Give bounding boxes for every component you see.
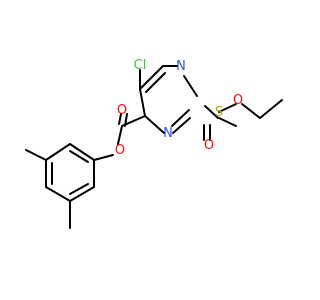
bond	[145, 72, 166, 93]
bond	[69, 186, 95, 202]
chlorine-atom-label: Cl	[134, 58, 147, 73]
bond	[69, 183, 89, 195]
oxygen-atom-label: O	[115, 143, 125, 158]
bond	[172, 117, 191, 134]
bond	[45, 143, 71, 161]
oxygen-atom-label: O	[117, 103, 127, 118]
nitrogen-atom-label: N	[176, 59, 186, 74]
oxygen-atom-label: O	[204, 138, 214, 153]
bond	[139, 65, 164, 90]
bond	[25, 149, 47, 161]
bond	[218, 117, 237, 127]
bond	[93, 154, 114, 161]
sulfur-atom-label: S	[215, 105, 223, 120]
bond	[118, 113, 122, 125]
oxygen-atom-label: O	[233, 93, 243, 108]
bond	[69, 143, 95, 161]
bond	[45, 186, 71, 202]
bond	[218, 103, 237, 113]
bond	[139, 88, 146, 117]
bond	[117, 125, 123, 145]
bond	[124, 113, 128, 127]
bond	[204, 105, 219, 119]
molecule-structure: Cl N N S O O O O	[25, 58, 283, 229]
bond	[171, 109, 190, 127]
bond	[183, 75, 198, 97]
bond	[144, 115, 165, 134]
bond	[259, 99, 283, 119]
bond	[241, 103, 261, 119]
bond	[69, 150, 89, 163]
nitrogen-atom-label: N	[163, 126, 173, 141]
